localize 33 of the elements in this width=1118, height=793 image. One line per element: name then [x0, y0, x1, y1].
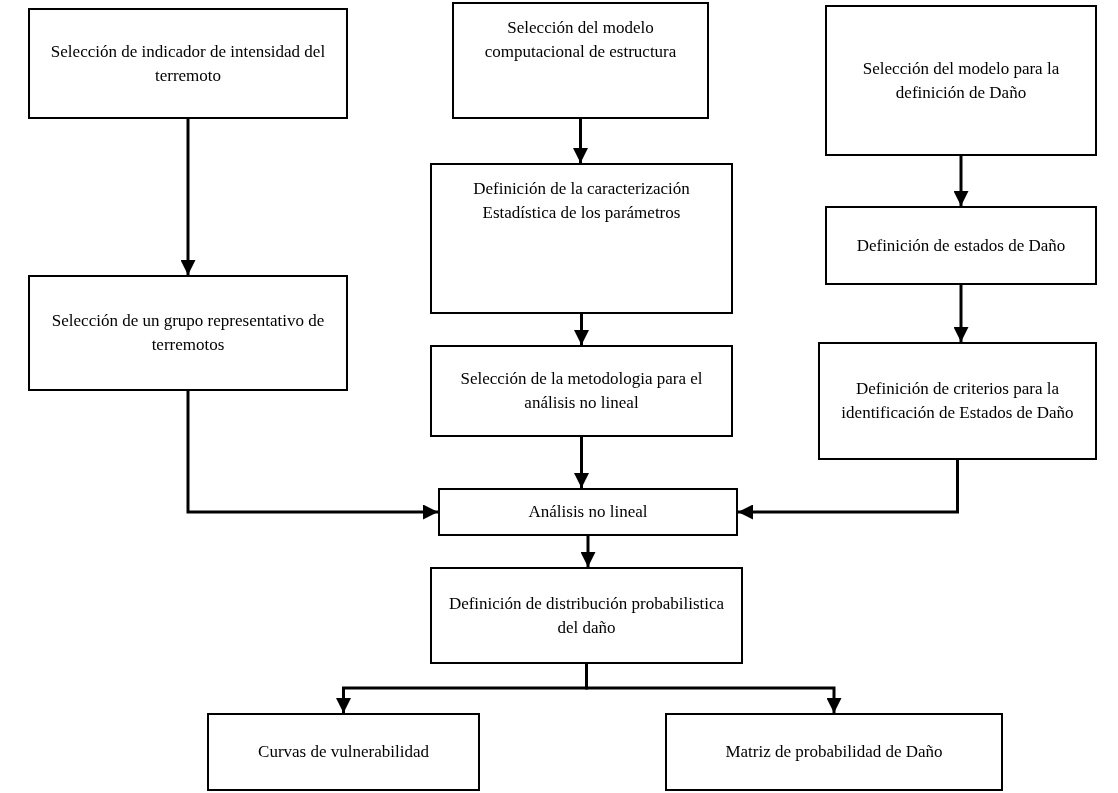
box-text: Selección de la metodologia para el análisis no lineal	[459, 368, 704, 414]
process-box	[825, 5, 1097, 156]
box-text: Curvas de vulnerabilidad	[258, 741, 429, 764]
box-text: Definición de estados de Daño	[856, 234, 1066, 257]
box-text: Definición de criterios para la identificación de Estados de Daño	[840, 378, 1075, 424]
box-text: Matriz de probabilidad de Daño	[725, 741, 943, 764]
process-box	[430, 345, 733, 437]
arrow	[738, 460, 959, 520]
box-text: Selección del modelo para la definición de Daño	[861, 57, 1061, 104]
process-box	[28, 8, 348, 119]
arrow	[573, 119, 588, 163]
arrow	[574, 314, 589, 345]
box-text: Definición de la caracterización Estadística de los parámetros	[472, 178, 691, 224]
box-text: Selección de un grupo representativo de terremotos	[50, 310, 326, 356]
arrow	[180, 119, 196, 275]
box-text: Definición de distribución probabilistica del daño	[447, 592, 726, 639]
process-box	[430, 163, 733, 314]
process-box	[818, 342, 1097, 460]
box-text: Selección del modelo computacional de estructura	[483, 17, 678, 63]
process-box	[207, 713, 480, 791]
arrow	[186, 391, 438, 520]
process-box	[825, 206, 1097, 285]
arrow	[574, 437, 589, 488]
arrow	[953, 156, 969, 206]
arrow	[580, 536, 596, 567]
box-text: Selección de indicador de intensidad del terremoto	[49, 40, 327, 87]
process-box	[452, 2, 709, 119]
box-text: Análisis no lineal	[528, 501, 648, 524]
process-box	[430, 567, 743, 664]
arrow	[953, 285, 969, 342]
process-box	[438, 488, 738, 536]
process-box	[28, 275, 348, 391]
process-box	[665, 713, 1003, 791]
